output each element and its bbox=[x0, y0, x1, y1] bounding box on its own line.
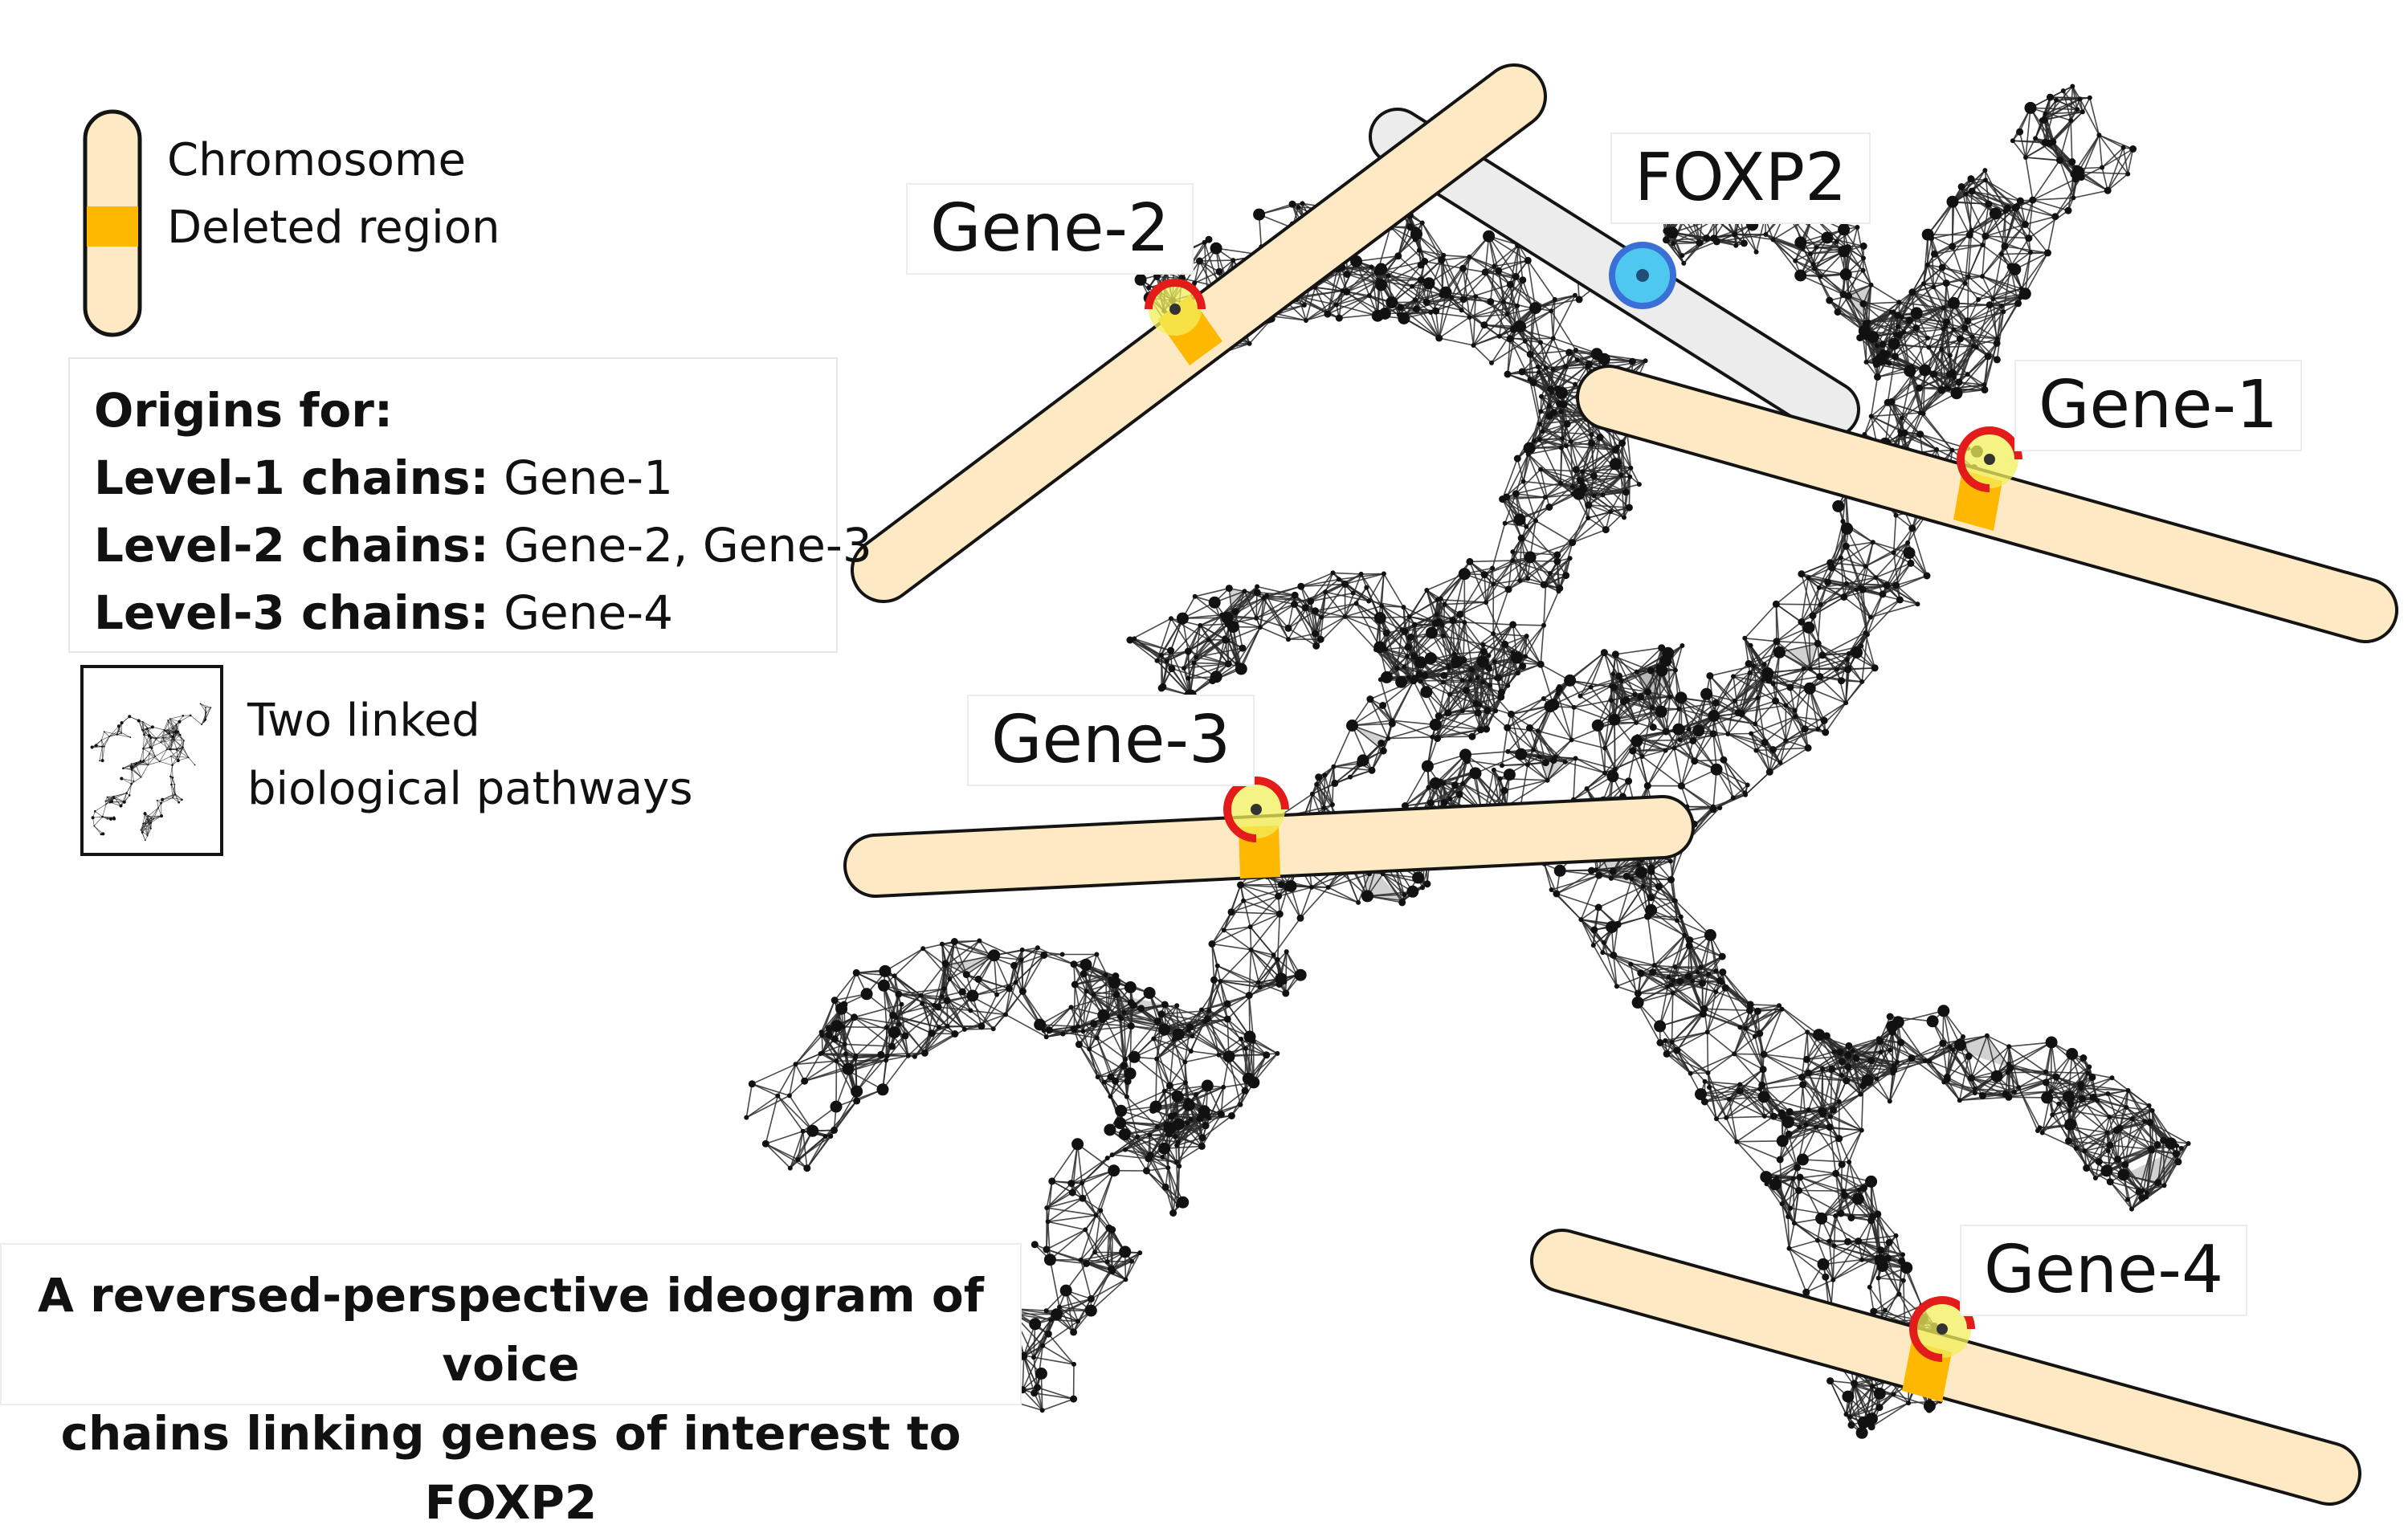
caption-line-1: A reversed-perspective ideogram of voice bbox=[19, 1261, 1002, 1399]
legend-chromosome-label: Chromosome bbox=[167, 138, 466, 183]
figure-caption: A reversed-perspective ideogram of voice… bbox=[0, 1243, 1022, 1405]
origins-row-level-1: Level-1 chains: Gene-1 bbox=[94, 444, 812, 512]
origins-row-level-3: Level-3 chains: Gene-4 bbox=[94, 579, 812, 646]
chromosome-legend-icon bbox=[80, 108, 145, 341]
gene-2-chromosome bbox=[884, 96, 1514, 570]
legend-pathways-label-line1: Two linked bbox=[247, 699, 480, 744]
foxp2-marker bbox=[1612, 245, 1673, 306]
legend-deleted-region-label: Deleted region bbox=[167, 206, 500, 251]
foxp2-label: FOXP2 bbox=[1610, 132, 1871, 224]
caption-line-2: chains linking genes of interest to FOXP… bbox=[19, 1399, 1002, 1537]
legend-pathways-label-line2: biological pathways bbox=[247, 767, 693, 812]
origins-row-level-2: Level-2 chains: Gene-2, Gene-3 bbox=[94, 512, 812, 579]
gene-2-label: Gene-2 bbox=[906, 183, 1194, 275]
gene-3-marker bbox=[1227, 781, 1285, 838]
origins-heading: Origins for: bbox=[94, 377, 812, 444]
gene-4-label: Gene-4 bbox=[1960, 1225, 2247, 1316]
gene-2-marker bbox=[1149, 283, 1202, 336]
gene-1-marker bbox=[1961, 430, 2018, 488]
pathway-legend-icon bbox=[80, 665, 223, 856]
origins-legend: Origins for: Level-1 chains: Gene-1 Leve… bbox=[68, 357, 838, 653]
gene-1-label: Gene-1 bbox=[2014, 360, 2302, 451]
gene-3-label: Gene-3 bbox=[967, 695, 1255, 786]
